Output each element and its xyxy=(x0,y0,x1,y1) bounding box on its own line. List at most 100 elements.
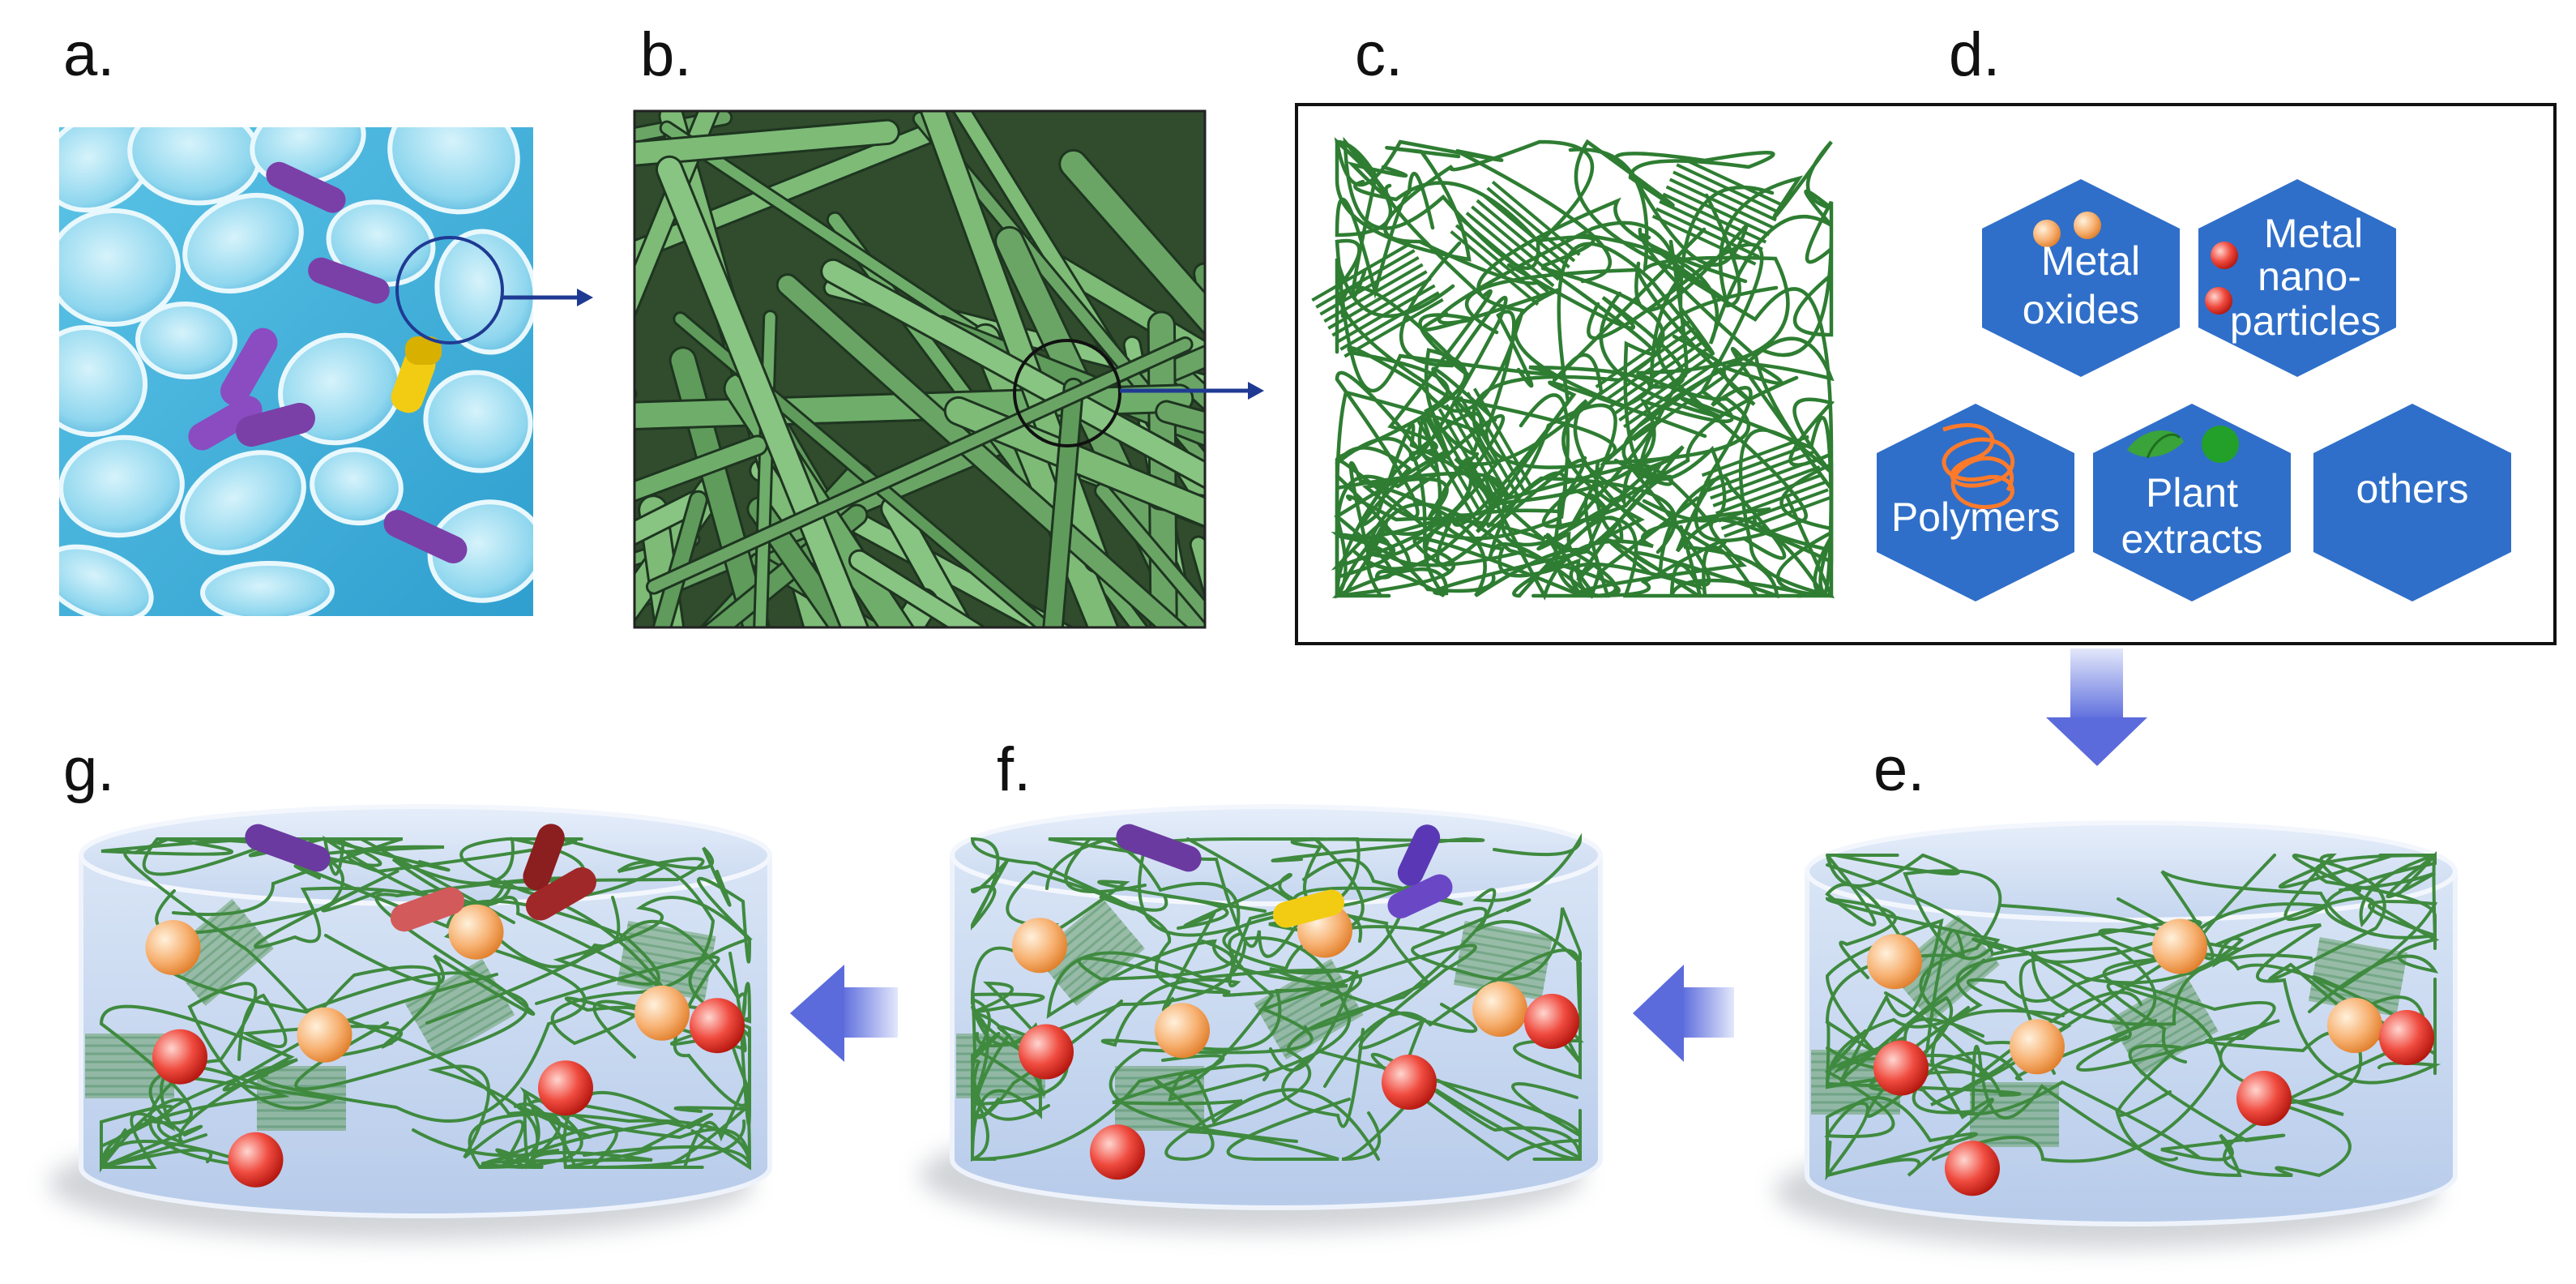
sem-fiber xyxy=(657,157,867,627)
polymer-fiber xyxy=(1825,869,2023,1106)
metal-oxide-particle xyxy=(448,904,504,960)
polymer-fiber xyxy=(1411,898,1583,982)
tissue-cell xyxy=(59,325,148,437)
hex-metal-nanoparticles-line-1: Metal xyxy=(2264,211,2363,256)
tissue-cells xyxy=(59,127,533,616)
polymer-fiber xyxy=(1112,932,1275,1162)
polymer-fiber xyxy=(1825,1008,2065,1181)
sem-fiber xyxy=(930,317,1205,445)
sem-fibers xyxy=(634,111,1205,627)
tissue-cell xyxy=(310,447,404,526)
sem-fiber xyxy=(634,477,724,619)
sem-fiber xyxy=(705,506,866,627)
polymer-fiber xyxy=(1335,185,1775,533)
polymer-fiber xyxy=(1335,370,1506,598)
metal-oxide-particle xyxy=(634,985,690,1041)
metal-oxide-particle xyxy=(1472,982,1527,1037)
polymer-fiber xyxy=(1347,197,1748,460)
tissue-cell xyxy=(387,127,520,215)
polymer-fiber xyxy=(1500,239,1764,554)
polymer-fiber xyxy=(2324,850,2437,936)
sem-fiber xyxy=(1096,484,1205,622)
sem-fiber xyxy=(1061,151,1205,333)
metal-nanoparticle xyxy=(1524,994,1579,1049)
metal-oxide-particle xyxy=(2010,1019,2065,1075)
arrow-left-f-to-g xyxy=(790,965,898,1062)
metal-oxide-particle xyxy=(1867,934,1922,990)
metal-oxide-particle xyxy=(2152,918,2207,974)
polymer-fiber xyxy=(1188,906,1488,1162)
metal-nanoparticle xyxy=(152,1029,207,1085)
panel-label-f: f. xyxy=(997,735,1032,804)
orange-particles-icon xyxy=(2033,220,2061,247)
polymer-fiber xyxy=(1472,832,1583,1043)
sem-fiber xyxy=(1044,379,1083,627)
polymer-fiber xyxy=(1370,1052,1583,1162)
metal-oxide-particle xyxy=(2327,998,2382,1053)
hex-shape xyxy=(2313,404,2511,601)
polymer-fiber xyxy=(2106,981,2337,1064)
polymer-fiber xyxy=(2223,995,2428,1178)
plant-extract-drop-icon xyxy=(2202,426,2239,463)
hex-polymers-line-1: Polymers xyxy=(1891,494,2060,540)
polymer-fiber xyxy=(1340,220,1685,389)
hex-metal-nanoparticles-line-3: particles xyxy=(2230,298,2381,344)
polymer-fiber xyxy=(1621,200,1834,478)
polymer-fiber xyxy=(197,835,665,924)
sem-fiber xyxy=(634,125,937,261)
polymer-fiber xyxy=(2019,923,2441,1085)
panel-label-b: b. xyxy=(640,20,692,89)
tissue-cell xyxy=(59,544,154,616)
cylinder-f xyxy=(920,804,1603,1232)
cylinder-g xyxy=(49,804,772,1240)
tissue-cell xyxy=(423,370,533,473)
sem-fiber xyxy=(1020,239,1205,363)
tissue-cell xyxy=(135,301,237,380)
metal-oxide-particle xyxy=(297,1007,352,1063)
tissue-cell xyxy=(182,192,304,294)
polymer-fiber xyxy=(2163,853,2440,1013)
panel-label-c: c. xyxy=(1355,20,1403,89)
polymer-fiber xyxy=(518,1016,752,1169)
panel-label-g: g. xyxy=(63,735,115,804)
hex-shape xyxy=(2198,179,2396,377)
metal-nanoparticle xyxy=(1945,1141,2000,1196)
polymer-fiber xyxy=(1331,393,1570,598)
sem-fiber xyxy=(822,260,1205,487)
hex-metal-oxides: Metal oxides xyxy=(1982,179,2180,377)
bacteria-group-a xyxy=(188,161,468,564)
polymer-fiber xyxy=(1006,870,1267,995)
red-particles-icon xyxy=(2211,242,2238,269)
metal-nanoparticle xyxy=(228,1132,284,1188)
polymer-fiber xyxy=(123,850,536,1016)
bacteria-group-f xyxy=(1116,824,1453,928)
metal-nanoparticle xyxy=(690,998,745,1054)
polymer-fiber xyxy=(1826,863,2313,1026)
metal-oxide-particle xyxy=(1155,1003,1210,1059)
hex-others-line-1: others xyxy=(2356,466,2469,511)
hex-metal-nanoparticles: Metal nano- particles xyxy=(2198,179,2396,377)
cylinder-e xyxy=(1775,820,2458,1248)
panel-label-e: e. xyxy=(1873,735,1925,804)
sem-fiber xyxy=(634,121,898,165)
tissue-image xyxy=(59,127,593,616)
fiber-network xyxy=(1311,136,1835,601)
orange-particles-icon-2 xyxy=(2074,212,2101,239)
metal-nanoparticle xyxy=(2379,1010,2434,1065)
hex-plant-extracts-line-1: Plant xyxy=(2146,470,2238,516)
polymer-fiber xyxy=(1638,227,1833,490)
polymer-coil-icon xyxy=(1942,423,2015,510)
polymer-fiber xyxy=(1353,179,1727,523)
hex-metal-oxides-line-2: oxides xyxy=(2023,287,2140,332)
polymer-fiber xyxy=(1675,461,1834,597)
polymer-fiber xyxy=(148,933,653,1170)
polymer-fiber xyxy=(1335,139,1472,299)
bacteria-group-g xyxy=(245,824,596,932)
crystalline-bundle xyxy=(1651,156,1784,266)
polymer-fiber xyxy=(1574,139,1775,312)
polymer-fiber xyxy=(1557,452,1834,598)
polymer-fiber xyxy=(1825,853,1961,943)
tissue-cell xyxy=(59,208,181,327)
arrow-left-e-to-f xyxy=(1633,965,1734,1062)
polymer-fiber xyxy=(2117,870,2438,1075)
